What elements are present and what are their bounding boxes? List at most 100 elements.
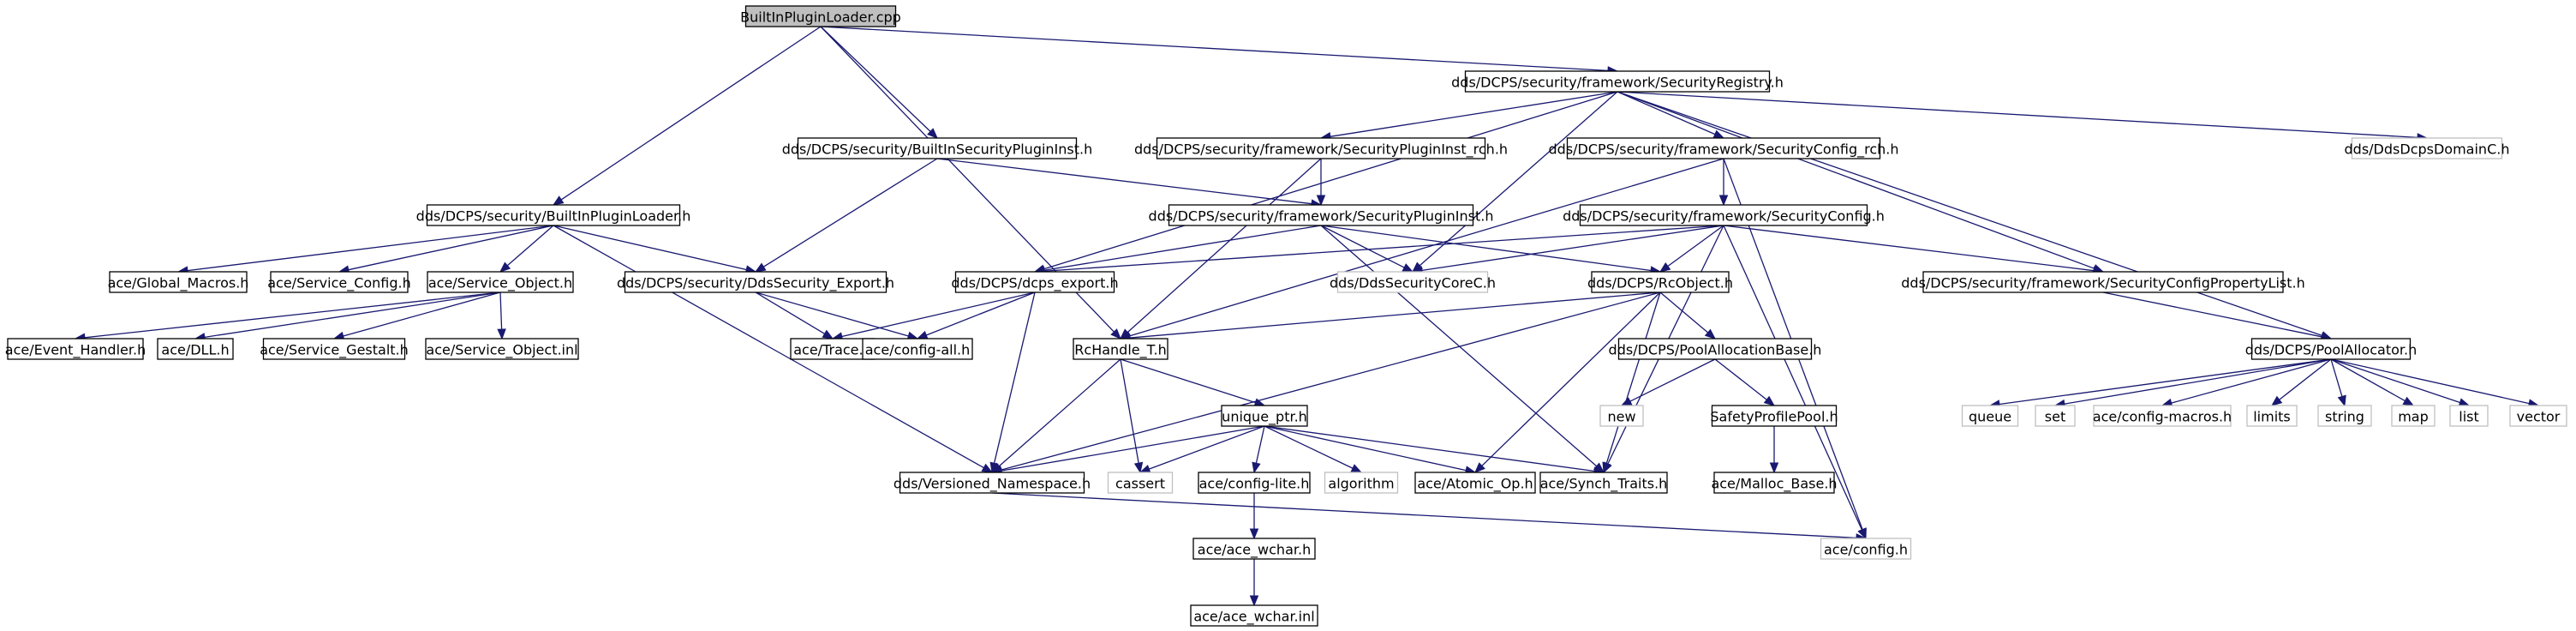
node-builtinpluginloader-h[interactable]: dds/DCPS/security/BuiltInPluginLoader.h [416,204,691,226]
node-rcobject-h[interactable]: dds/DCPS/RcObject.h [1587,271,1733,293]
node-poolallocator-h[interactable]: dds/DCPS/PoolAllocator.h [2245,338,2417,360]
node-event-handler-h[interactable]: ace/Event_Handler.h [5,338,146,360]
node-label: ace/ace_wchar.h [1198,542,1311,559]
edge-line [499,291,503,330]
node-box [1464,70,1771,93]
node-label: dds/DCPS/dcps_export.h [951,275,1118,292]
node-service-config-h[interactable]: ace/Service_Config.h [267,271,411,293]
node-service-object-h[interactable]: ace/Service_Object.h [427,271,574,293]
node-securitypluginst-rch-h[interactable]: dds/DCPS/security/framework/SecurityPlug… [1134,137,1508,159]
edge-builtinpluginloader_h-to-versioned_namespace_h [553,225,994,473]
edge-line [1330,91,1618,137]
node-ace-wchar-h[interactable]: ace/ace_wchar.h [1192,538,1316,560]
edge-line [1617,91,2095,269]
node-atomic-op-h[interactable]: ace/Atomic_Op.h [1414,472,1536,494]
node-securityconfigpropertylist-h[interactable]: dds/DCPS/security/framework/SecurityConf… [1901,271,2305,293]
node-box [2509,405,2567,427]
edge-line [1617,91,2322,337]
node-dcps-export-h[interactable]: dds/DCPS/dcps_export.h [951,271,1119,293]
node-label: ace/Service_Gestalt.h [260,342,409,359]
node-string: string [2317,405,2372,427]
node-label: dds/DdsDcpsDomainC.h [2345,141,2510,158]
edge-line [1043,91,1618,270]
edge-arrowhead [552,195,565,206]
edge-line [1127,158,1322,334]
edge-line [1264,425,1354,469]
node-label: dds/DCPS/security/framework/SecurityRegi… [1451,75,1784,91]
edge-arrowhead [1659,261,1671,273]
node-box [1711,405,1838,427]
node-box [1190,604,1318,627]
edge-arrowhead [981,463,994,473]
node-poolallocationbase-h[interactable]: dds/DCPS/PoolAllocationBase.h [1609,338,1822,360]
node-box [1599,405,1644,427]
node-ddssecurity-export-h[interactable]: dds/DCPS/security/DdsSecurity_Export.h [617,271,894,293]
node-box [1168,204,1474,226]
node-box [1617,338,1813,360]
node-trace-h[interactable]: ace/Trace.h [790,338,876,360]
node-versioned-namespace-h[interactable]: dds/Versioned_Namespace.h [894,472,1091,494]
edge-line [1129,291,1661,339]
node-box [2391,405,2436,427]
edge-dcps_export_h-to-versioned_namespace_h [989,291,1036,474]
edge-line [762,158,938,267]
node-global-macros-h[interactable]: ace/Global_Macros.h [108,271,249,293]
node-label: ace/config-lite.h [1199,476,1310,492]
node-synch-traits-h[interactable]: ace/Synch_Traits.h [1539,472,1668,494]
edge-service_object_h-to-event_handler_h [74,291,501,342]
node-box [1820,538,1912,560]
node-securityconfig-h[interactable]: dds/DCPS/security/framework/SecurityConf… [1563,204,1885,226]
edge-poolallocator_h-to-vector [2330,358,2540,408]
edge-line [1320,225,1405,268]
edge-line [1617,91,1716,135]
edge-line [993,291,1036,464]
edge-line [2330,358,2530,405]
edge-arrowhead [754,262,767,273]
node-label: map [2398,409,2429,425]
edge-rcobject_h-to-synch_traits_h [1602,291,1661,474]
edge-line [1999,358,2332,406]
edge-line [755,291,909,337]
node-box [1198,472,1311,494]
node-label: ace/Trace.h [793,342,872,358]
node-builtinsecuritypluginst-h[interactable]: dds/DCPS/security/BuiltInSecurityPluginI… [782,137,1093,159]
edge-poolallocator_h-to-map [2330,358,2415,406]
edge-rchandle_t_h-to-unique_ptr_h [1120,358,1266,407]
node-securitypluginst-h[interactable]: dds/DCPS/security/framework/SecurityPlug… [1149,204,1494,226]
node-securityregistry-h[interactable]: dds/DCPS/security/framework/SecurityRegi… [1451,70,1784,93]
edge-arrowhead [497,328,506,340]
node-service-gestalt-h[interactable]: ace/Service_Gestalt.h [260,338,409,360]
node-box [899,472,1085,494]
edge-ddssecurity_export_h-to-trace_h [755,291,834,340]
node-label: ace/Atomic_Op.h [1417,476,1533,493]
edge-line [1001,291,1661,471]
node-config-all-h[interactable]: ace/config-all.h [862,338,973,360]
node-label: dds/DCPS/RcObject.h [1587,275,1733,291]
edge-unique_ptr_h-to-cassert [1139,425,1265,473]
node-safetyprofilepool-h[interactable]: SafetyProfilePool.h [1710,405,1838,427]
node-limits: limits [2246,405,2298,427]
node-box [1221,405,1308,427]
node-box [744,5,897,27]
node-dll-h[interactable]: ace/DLL.h [157,338,234,360]
node-service-object-inl[interactable]: ace/Service_Object.inl [425,338,579,360]
node-label: dds/DCPS/security/DdsSecurity_Export.h [617,275,894,292]
edge-service_object_h-to-service_object_inl [497,291,506,340]
node-rchandle-t-h[interactable]: RcHandle_T.h [1073,338,1168,360]
edge-line [1320,225,1652,272]
edge-poolallocator_h-to-string [2330,358,2346,407]
node-box [262,338,406,360]
edge-securityregistry_h-to-securityconfigpropertylist_h [1617,91,2105,273]
node-config-lite-h[interactable]: ace/config-lite.h [1198,472,1311,494]
node-securityconfig-rch-h[interactable]: dds/DCPS/security/framework/SecurityConf… [1549,137,1899,159]
node-label: string [2325,409,2364,425]
node-box [1107,472,1174,494]
node-ace-wchar-inl[interactable]: ace/ace_wchar.inl [1190,604,1318,627]
edge-line [1723,225,2095,272]
edge-line [1149,425,1265,470]
node-box [797,137,1078,159]
node-malloc-base-h[interactable]: ace/Malloc_Base.h [1711,472,1838,494]
node-unique-ptr-h[interactable]: unique_ptr.h [1221,405,1308,427]
edge-line [1481,291,1661,466]
